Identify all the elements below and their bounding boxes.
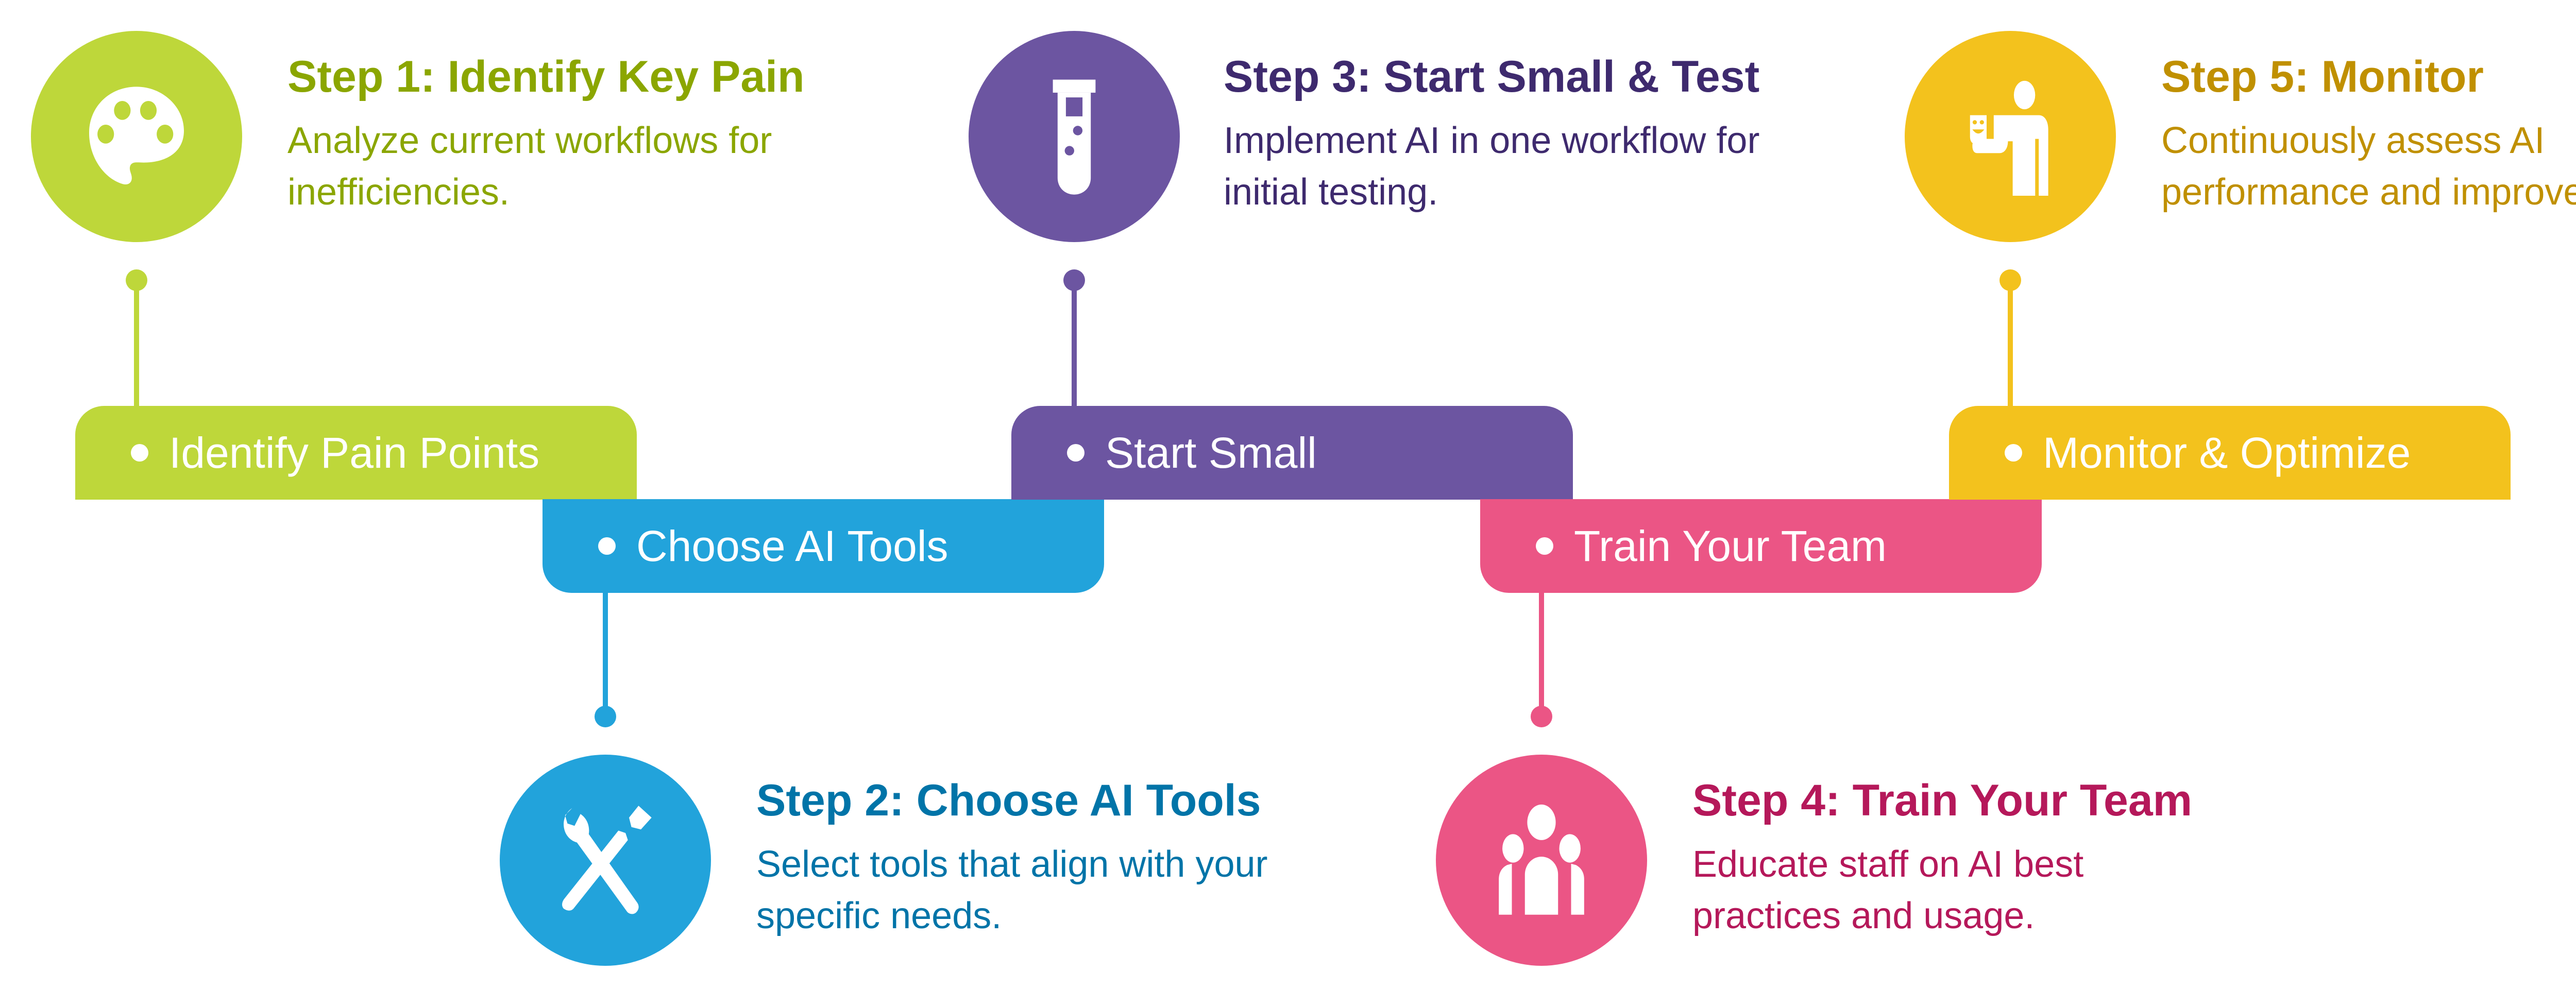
tools-icon xyxy=(562,806,652,914)
step-5-description: Continuously assess AI performance and i… xyxy=(2161,120,2576,213)
bullet-icon xyxy=(1536,537,1553,555)
step-3-title: Step 3: Start Small & Test xyxy=(1224,52,1760,101)
tab-label: Choose AI Tools xyxy=(636,521,948,570)
step-5-connector-line xyxy=(2008,288,2013,407)
step-4-icon-circle xyxy=(1436,755,1647,966)
step-3-icon-circle xyxy=(969,31,1180,242)
tab-label: Monitor & Optimize xyxy=(2043,428,2411,477)
bullet-icon xyxy=(598,537,616,555)
bullet-icon xyxy=(1067,444,1084,462)
step-3-connector-line xyxy=(1072,288,1077,407)
step-1-icon-circle xyxy=(31,31,242,242)
step-5-info: Step 5: Monitor Continuously assess AI p… xyxy=(2161,52,2576,218)
tab-label: Identify Pain Points xyxy=(169,428,540,477)
tab-train-your-team: Train Your Team xyxy=(1480,499,2042,593)
tab-monitor-optimize: Monitor & Optimize xyxy=(1949,406,2511,500)
tab-choose-ai-tools: Choose AI Tools xyxy=(543,499,1104,593)
step-1-title: Step 1: Identify Key Pain xyxy=(287,52,805,101)
step-2-description: Select tools that align with your specif… xyxy=(756,843,1268,936)
step-2-icon-circle xyxy=(500,755,711,966)
step-5-icon-circle xyxy=(1905,31,2116,242)
step-3-info: Step 3: Start Small & Test Implement AI … xyxy=(1224,52,1868,218)
tab-label: Train Your Team xyxy=(1574,521,1887,570)
step-4-description: Educate staff on AI best practices and u… xyxy=(1692,843,2084,936)
step-2-connector-line xyxy=(603,592,608,711)
step-1-description: Analyze current workflows for inefficien… xyxy=(287,120,772,213)
step-3-connector-dot xyxy=(1063,269,1085,291)
tab-label: Start Small xyxy=(1105,428,1317,477)
test-tube-icon xyxy=(1053,79,1096,195)
step-2-title: Step 2: Choose AI Tools xyxy=(756,776,1261,825)
step-2-info: Step 2: Choose AI Tools Select tools tha… xyxy=(756,775,1400,942)
step-4-info: Step 4: Train Your Team Educate staff on… xyxy=(1692,775,2336,942)
step-1-info: Step 1: Identify Key Pain Analyze curren… xyxy=(287,52,931,218)
step-4-connector-line xyxy=(1539,592,1544,711)
step-2-connector-dot xyxy=(595,706,616,727)
step-3-description: Implement AI in one workflow for initial… xyxy=(1224,120,1760,213)
tab-identify-pain-points: Identify Pain Points xyxy=(75,406,637,500)
tab-start-small: Start Small xyxy=(1011,406,1573,500)
team-icon xyxy=(1499,804,1584,915)
presenter-icon xyxy=(1970,80,2048,196)
palette-icon xyxy=(89,87,184,185)
step-1-connector-line xyxy=(134,288,139,407)
step-4-title: Step 4: Train Your Team xyxy=(1692,776,2193,825)
bullet-icon xyxy=(131,444,148,462)
step-1-connector-dot xyxy=(126,269,147,291)
step-5-title: Step 5: Monitor xyxy=(2161,52,2484,101)
step-4-connector-dot xyxy=(1531,706,1552,727)
bullet-icon xyxy=(2005,444,2022,462)
step-5-connector-dot xyxy=(1999,269,2021,291)
